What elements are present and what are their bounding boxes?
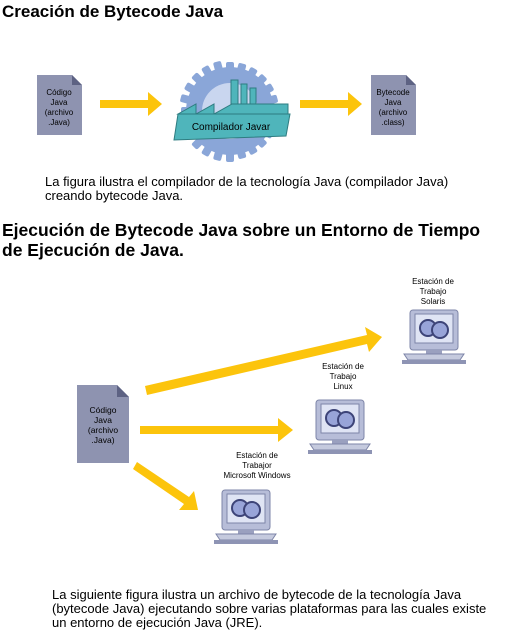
section1-caption: La figura ilustra el compilador de la te…	[45, 174, 449, 203]
doc-label-line: Código	[90, 405, 117, 415]
station-label-windows: Estación de	[236, 451, 278, 460]
doc-label-line: .Java)	[48, 118, 70, 127]
doc-label-line: Bytecode	[376, 88, 410, 97]
compiler-factory-icon: Compilador Javar	[173, 79, 291, 141]
section2-caption: La siguiente figura ilustra un archivo d…	[52, 587, 487, 630]
station-label-windows: Trabajor	[242, 461, 272, 470]
doc-label-line: (archivo	[379, 108, 408, 117]
station-label-solaris: Estación de	[412, 277, 454, 286]
section1-title: Creación de Bytecode Java	[2, 2, 224, 21]
doc-label-line: Java	[51, 98, 68, 107]
doc-label-line: .class)	[381, 118, 404, 127]
source-code-document: Código Java (archivo .Java)	[77, 385, 129, 463]
doc-label-line: Java	[94, 415, 112, 425]
bytecode-document: Bytecode Java (archivo .class)	[371, 75, 416, 135]
doc-label-line: .Java)	[91, 435, 114, 445]
doc-label-line: (archivo	[45, 108, 74, 117]
station-label-linux: Linux	[333, 382, 352, 391]
linux-workstation-icon	[307, 399, 373, 455]
doc-label-line: Java	[385, 98, 402, 107]
solaris-workstation-icon	[401, 309, 467, 365]
station-label-linux: Trabajo	[330, 372, 357, 381]
flow-arrow	[140, 418, 293, 442]
station-label-solaris: Trabajo	[420, 287, 447, 296]
windows-workstation-icon	[213, 489, 279, 545]
station-label-solaris: Solaris	[421, 297, 445, 306]
section2-title: Ejecución de Bytecode Java sobre un Ento…	[2, 220, 481, 260]
station-label-linux: Estación de	[322, 362, 364, 371]
doc-label-line: (archivo	[88, 425, 119, 435]
flow-arrow	[133, 462, 198, 510]
source-code-document: Código Java (archivo .Java)	[37, 75, 82, 135]
station-label-windows: Microsoft Windows	[223, 471, 290, 480]
compiler-label: Compilador Javar	[192, 122, 271, 133]
flow-arrow	[100, 92, 162, 116]
flow-arrow	[300, 92, 362, 116]
doc-label-line: Código	[46, 88, 72, 97]
flow-arrow	[145, 327, 382, 395]
